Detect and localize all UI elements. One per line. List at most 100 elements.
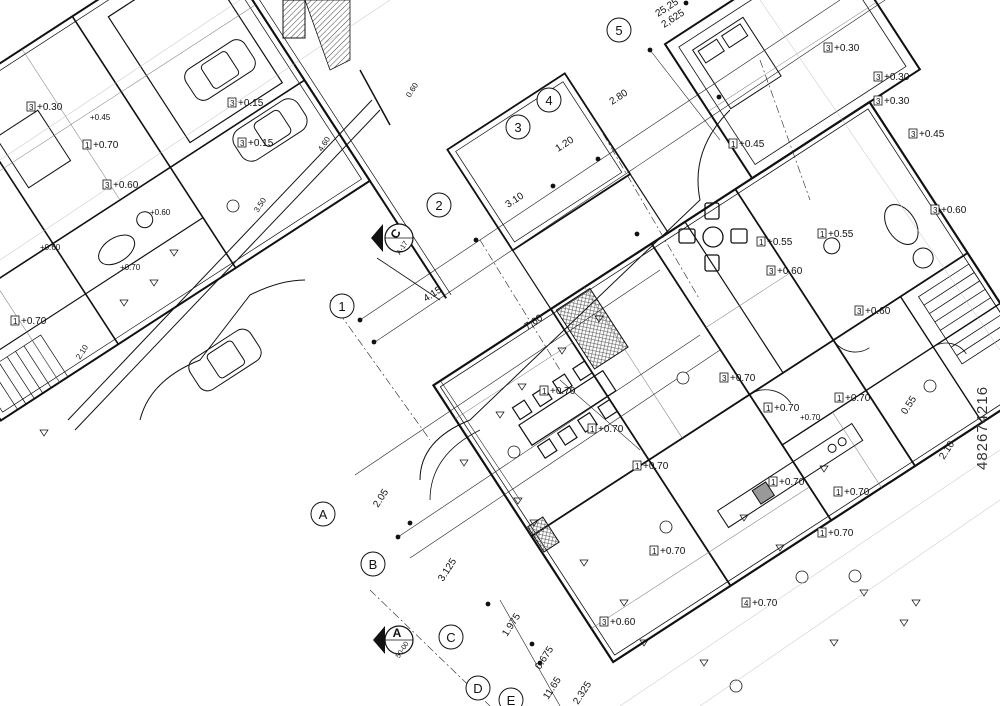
- level-label: +0.70: [800, 413, 821, 422]
- level-label: +0.60: [610, 617, 636, 628]
- level-label: +0.30: [37, 102, 63, 113]
- dim-055: 0.55: [899, 394, 919, 417]
- svg-text:1: 1: [731, 140, 736, 149]
- grid-bubble-4: 4: [545, 93, 552, 108]
- level-label: +0.70: [828, 528, 854, 539]
- svg-text:3: 3: [230, 99, 235, 108]
- dim-2325: 2.325: [571, 679, 594, 706]
- level-label: +0.55: [767, 237, 793, 248]
- svg-text:3: 3: [722, 374, 727, 383]
- svg-text:3: 3: [911, 130, 916, 139]
- dim-210: 2.10: [937, 439, 957, 462]
- svg-text:1: 1: [590, 425, 595, 434]
- level-triangles: [39, 249, 921, 667]
- svg-text:3: 3: [826, 44, 831, 53]
- stock-id-watermark: 482674216: [974, 385, 991, 470]
- dim-0675: 0.675: [533, 644, 556, 671]
- level-label: +0.60: [865, 306, 891, 317]
- level-label: +0.45: [90, 113, 111, 122]
- level-label: +0.15: [238, 98, 264, 109]
- level-label: +0.70: [93, 140, 119, 151]
- level-label: +0.15: [248, 138, 274, 149]
- kitchen-counter: [716, 422, 864, 529]
- dim-120: 1.20: [554, 134, 577, 154]
- svg-text:3: 3: [29, 103, 34, 112]
- level-label: +0.45: [919, 129, 945, 140]
- main-building: [431, 0, 1000, 664]
- level-label: +0.70: [845, 393, 871, 404]
- grid-bubble-e: E: [507, 693, 516, 706]
- level-labels: +0.30 +0.30 +0.30 +0.45 +0.45 +0.55 +0.5…: [21, 43, 967, 628]
- svg-text:3: 3: [105, 181, 110, 190]
- grid-bubble-3: 3: [514, 120, 521, 135]
- svg-text:1: 1: [542, 387, 547, 396]
- level-label: +0.30: [884, 72, 910, 83]
- level-label: +0.70: [598, 424, 624, 435]
- grid-bubble-5: 5: [615, 23, 622, 38]
- section-marker-c: [371, 223, 441, 301]
- svg-text:1: 1: [820, 529, 825, 538]
- bath-fixtures: [823, 204, 934, 269]
- grid-bubble-c: C: [446, 630, 455, 645]
- grid-lines: [329, 0, 886, 706]
- level-tag-boxes: [10, 42, 940, 627]
- level-label: +0.70: [844, 487, 870, 498]
- svg-text:3: 3: [876, 97, 881, 106]
- svg-text:1: 1: [820, 230, 825, 239]
- section-marker-a: [373, 625, 414, 655]
- patio-table: [678, 202, 748, 272]
- dim-310: 3.10: [504, 190, 527, 210]
- grid-bubble-1: 1: [338, 299, 345, 314]
- level-label: +0.60: [941, 205, 967, 216]
- svg-text:4: 4: [744, 599, 749, 608]
- level-label: +0.60: [150, 208, 171, 217]
- level-label: +0.60: [40, 243, 61, 252]
- svg-text:1: 1: [837, 394, 842, 403]
- dim-060: 0.60: [404, 81, 420, 99]
- svg-text:3: 3: [876, 73, 881, 82]
- dim-280: 2.80: [608, 87, 631, 107]
- dim-210-left: 2.10: [74, 343, 90, 361]
- level-label: +0.70: [752, 598, 778, 609]
- grid-bubble-d: D: [473, 681, 482, 696]
- level-label: +0.70: [643, 461, 669, 472]
- svg-text:1: 1: [85, 141, 90, 150]
- grid-bubbles: [310, 17, 632, 706]
- svg-text:1: 1: [836, 488, 841, 497]
- dim-3125: 3.125: [436, 556, 459, 583]
- room-bubbles: [226, 199, 937, 693]
- level-label: +0.45: [739, 139, 765, 150]
- level-label: +0.70: [730, 373, 756, 384]
- grid-bubble-a: A: [319, 507, 328, 522]
- level-label: +0.70: [774, 403, 800, 414]
- grid-bubble-2: 2: [435, 198, 442, 213]
- svg-text:3: 3: [769, 267, 774, 276]
- level-label: +0.55: [828, 229, 854, 240]
- level-label: +0.70: [550, 386, 576, 397]
- level-label: +0.30: [834, 43, 860, 54]
- svg-text:1: 1: [652, 547, 657, 556]
- level-label: +0.70: [660, 546, 686, 557]
- level-label: +0.70: [120, 263, 141, 272]
- dimension-ticks: [357, 0, 722, 666]
- svg-text:1: 1: [759, 238, 764, 247]
- svg-text:3: 3: [602, 618, 607, 627]
- section-a-letter: A: [393, 626, 402, 640]
- svg-text:3: 3: [933, 206, 938, 215]
- svg-text:1: 1: [766, 404, 771, 413]
- level-label: +0.60: [113, 180, 139, 191]
- dim-205: 2.05: [371, 487, 391, 510]
- svg-text:3: 3: [857, 307, 862, 316]
- car-2: [232, 98, 308, 162]
- svg-text:1: 1: [13, 317, 18, 326]
- bed: [691, 16, 782, 110]
- svg-text:1: 1: [771, 478, 776, 487]
- level-label: +0.70: [779, 477, 805, 488]
- svg-text:3: 3: [240, 139, 245, 148]
- car-1: [184, 39, 256, 101]
- svg-text:1: 1: [635, 462, 640, 471]
- stairs: [917, 263, 1000, 365]
- car-3: [188, 328, 262, 392]
- dining-table: [511, 360, 619, 460]
